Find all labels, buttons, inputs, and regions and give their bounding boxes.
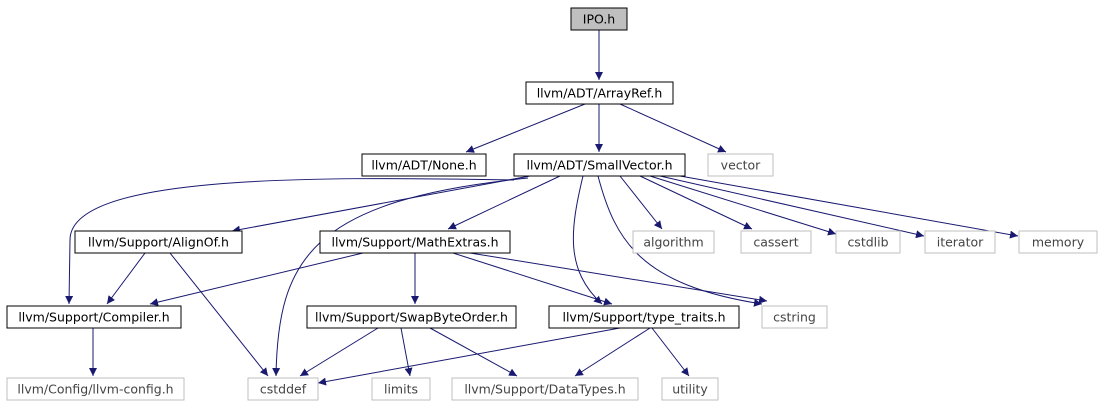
node-llvmconfig: llvm/Config/llvm-config.h (6, 377, 185, 401)
edge-smallvector-to-cassert (639, 175, 753, 230)
node-box (924, 230, 996, 254)
node-label: cassert (753, 235, 798, 250)
node-label: llvm/Config/llvm-config.h (17, 382, 173, 397)
edge-smallvector-to-cstring (597, 175, 763, 307)
node-smallvector[interactable]: llvm/ADT/SmallVector.h (513, 153, 686, 177)
node-mathextras[interactable]: llvm/Support/MathExtras.h (319, 230, 511, 254)
edge-smallvector-to-algorithm (619, 175, 663, 230)
node-box (548, 305, 740, 329)
node-box (835, 230, 901, 254)
edge-swapbyteorder-to-datatypes (429, 327, 518, 377)
edge-smallvector-to-cstdlib (649, 175, 837, 236)
edge-smallvector-to-alignof (231, 175, 531, 234)
node-limits: limits (371, 377, 431, 401)
node-arrayref[interactable]: llvm/ADT/ArrayRef.h (525, 81, 674, 105)
edge-smallvector-to-memory (679, 175, 1019, 239)
node-iterator: iterator (924, 230, 996, 254)
node-label: IPO.h (583, 12, 615, 27)
node-datatypes: llvm/Support/DataTypes.h (451, 377, 639, 401)
edge-arrayref-to-vector (619, 103, 727, 153)
node-ipo: IPO.h (570, 7, 628, 31)
node-label: cstddef (260, 382, 307, 397)
edge-smallvector-to-iterator (659, 175, 925, 239)
node-box (247, 377, 319, 401)
node-box (6, 305, 182, 329)
node-box (513, 153, 686, 177)
node-compiler[interactable]: llvm/Support/Compiler.h (6, 305, 182, 329)
edge-smallvector-to-compiler (65, 178, 515, 305)
edge-alignof-to-compiler (106, 252, 146, 305)
edge-mathextras-to-compiler (149, 252, 364, 307)
edge-mathextras-to-cstring (469, 252, 768, 304)
node-box (632, 230, 715, 254)
node-box (319, 230, 511, 254)
node-label: llvm/Support/DataTypes.h (464, 382, 625, 397)
node-box (371, 377, 431, 401)
edge-smallvector-to-mathextras (447, 175, 561, 230)
node-label: cstdlib (847, 235, 888, 250)
edge-typetraits-to-datatypes (574, 327, 651, 377)
node-label: algorithm (643, 235, 703, 250)
node-label: vector (721, 158, 762, 173)
node-memory: memory (1018, 230, 1098, 254)
node-label: llvm/ADT/None.h (371, 158, 476, 173)
node-box (761, 305, 828, 329)
node-alignof[interactable]: llvm/Support/AlignOf.h (74, 230, 243, 254)
node-label: llvm/Support/type_traits.h (562, 310, 725, 325)
edge-arrayref-to-none (465, 103, 586, 153)
node-vector: vector (707, 153, 774, 177)
node-utility: utility (661, 377, 719, 401)
node-typetraits[interactable]: llvm/Support/type_traits.h (548, 305, 740, 329)
node-label: iterator (937, 235, 984, 250)
edge-mathextras-to-typetraits (452, 252, 613, 306)
edge-smallvector-to-typetraits (572, 175, 603, 305)
node-box (570, 7, 628, 31)
node-cassert: cassert (740, 230, 812, 254)
node-label: llvm/Support/Compiler.h (18, 310, 169, 325)
node-box (306, 305, 517, 329)
edges-layer (65, 30, 1019, 386)
node-cstddef: cstddef (247, 377, 319, 401)
node-algorithm: algorithm (632, 230, 715, 254)
nodes-layer: IPO.h llvm/ADT/ArrayRef.h llvm/ADT/None.h l… (6, 7, 1098, 401)
node-label: limits (384, 382, 418, 397)
node-box (707, 153, 774, 177)
node-box (661, 377, 719, 401)
node-cstdlib: cstdlib (835, 230, 901, 254)
node-box (740, 230, 812, 254)
node-label: utility (672, 382, 708, 397)
node-label: llvm/Support/SwapByteOrder.h (315, 310, 508, 325)
node-label: cstring (773, 310, 816, 325)
node-label: llvm/ADT/SmallVector.h (526, 158, 672, 173)
node-box (1018, 230, 1098, 254)
edge-alignof-to-cstddef (169, 252, 269, 377)
node-box (451, 377, 639, 401)
node-box (361, 153, 487, 177)
edge-smallvector-to-cstddef (272, 177, 529, 377)
node-label: memory (1032, 235, 1085, 250)
node-box (74, 230, 243, 254)
node-box (6, 377, 185, 401)
node-cstring: cstring (761, 305, 828, 329)
edge-typetraits-to-utility (651, 327, 690, 377)
node-none[interactable]: llvm/ADT/None.h (361, 153, 487, 177)
node-label: llvm/Support/AlignOf.h (88, 235, 229, 250)
node-swapbyteorder[interactable]: llvm/Support/SwapByteOrder.h (306, 305, 517, 329)
node-box (525, 81, 674, 105)
edge-swapbyteorder-to-limits (400, 327, 413, 377)
node-label: llvm/Support/MathExtras.h (331, 235, 498, 250)
node-label: llvm/ADT/ArrayRef.h (537, 86, 663, 101)
edge-typetraits-to-cstddef (317, 327, 621, 386)
edge-swapbyteorder-to-cstddef (299, 327, 379, 377)
